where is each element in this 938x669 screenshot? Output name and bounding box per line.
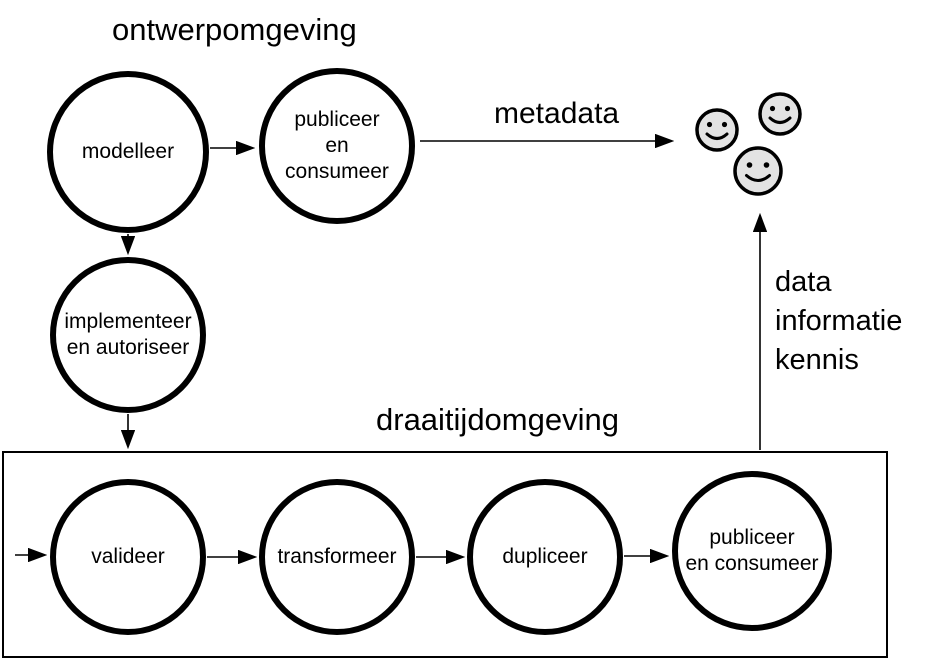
node-modelleer: modelleer	[47, 71, 209, 233]
smiley-face-icon	[758, 92, 802, 136]
metadata-arrow-label: metadata	[494, 97, 620, 130]
node-publiceer-design: publiceer en consumeer	[259, 68, 415, 224]
node-modelleer-label: modelleer	[81, 139, 175, 163]
node-publiceer-design-label: publiceer en consumeer	[285, 107, 389, 184]
runtime-environment-title: draaitijdomgeving	[376, 402, 619, 437]
node-valideer: valideer	[50, 479, 206, 635]
node-valideer-label: valideer	[91, 544, 165, 568]
node-publiceer-runtime-label: publiceer en consumeer	[685, 525, 819, 575]
node-transformeer: transformeer	[259, 479, 415, 635]
node-dupliceer-label: dupliceer	[502, 544, 588, 568]
node-transformeer-label: transformeer	[277, 544, 397, 568]
data-informatie-kennis-label: data informatie kennis	[775, 266, 903, 376]
node-publiceer-runtime: publiceer en consumeer	[672, 471, 832, 631]
smiley-face-icon	[695, 108, 739, 152]
node-implementeer-label: implementeer en autoriseer	[64, 309, 192, 359]
design-environment-title: ontwerpomgeving	[112, 12, 357, 47]
smiley-face-icon	[733, 146, 783, 196]
node-dupliceer: dupliceer	[467, 479, 623, 635]
node-implementeer: implementeer en autoriseer	[50, 257, 206, 413]
